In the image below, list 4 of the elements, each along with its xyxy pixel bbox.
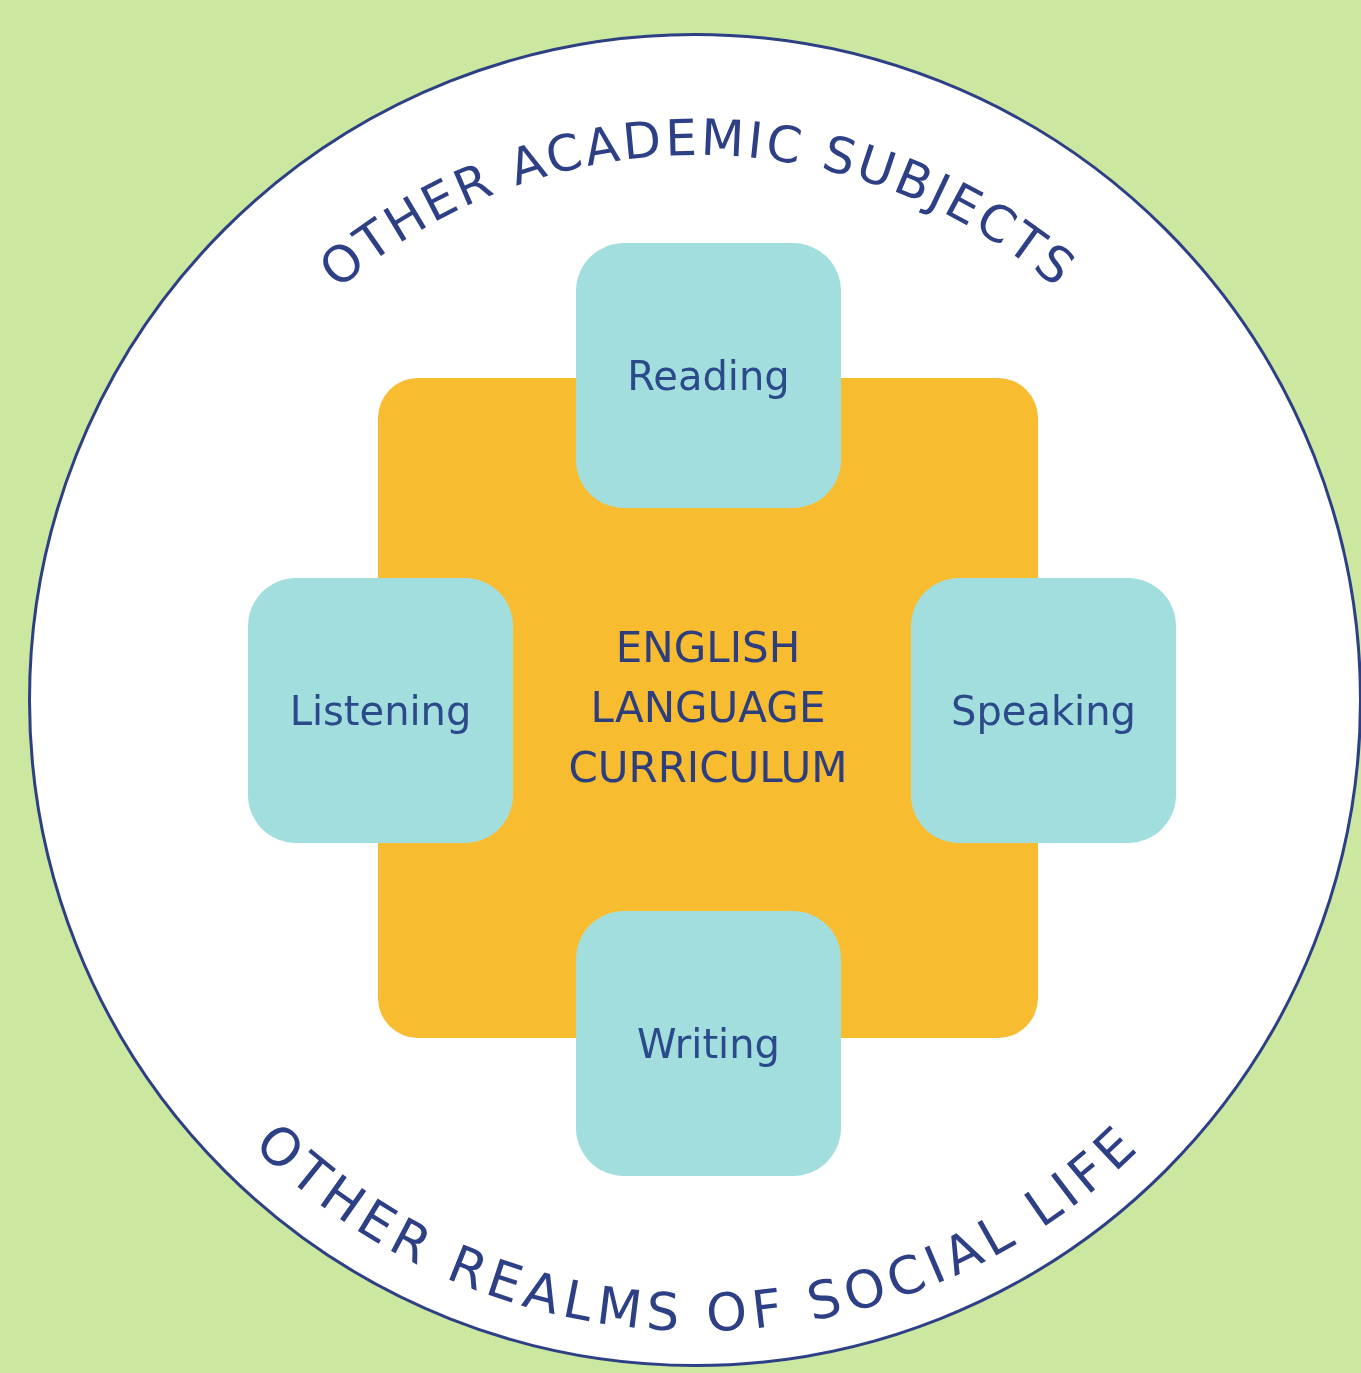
skill-box: Reading	[576, 243, 841, 508]
skill-box: Listening	[248, 578, 513, 843]
skill-box: Speaking	[911, 578, 1176, 843]
skill-box: Writing	[576, 911, 841, 1176]
